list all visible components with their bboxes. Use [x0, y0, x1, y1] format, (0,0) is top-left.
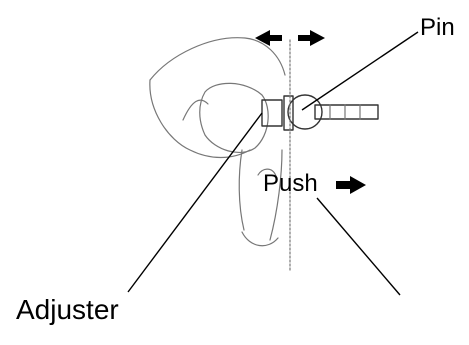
adjuster-wheel: [261, 99, 283, 127]
hand-outline-left: [149, 79, 251, 159]
adjuster-leader: [127, 112, 263, 293]
lower-finger-right: [269, 149, 283, 241]
arrow-left-inward: [255, 30, 282, 46]
arrow-right-inward: [298, 30, 325, 46]
pin-head: [287, 94, 323, 130]
lower-leader: [316, 197, 401, 296]
lower-hand-base: [241, 231, 279, 247]
pin-leader: [301, 31, 419, 111]
hand-outline-upper: [149, 37, 286, 81]
adjuster-label: Adjuster: [16, 294, 119, 325]
pin-label: Pin: [420, 14, 455, 41]
finger-curve: [182, 99, 209, 121]
push-arrow: [336, 176, 366, 194]
pin-collar: [283, 95, 294, 131]
lower-finger-left: [238, 149, 245, 231]
lower-finger-tip: [257, 168, 277, 177]
push-label: Push: [263, 170, 318, 197]
thumb-outline: [199, 82, 269, 153]
bolt-shaft: [314, 104, 379, 120]
